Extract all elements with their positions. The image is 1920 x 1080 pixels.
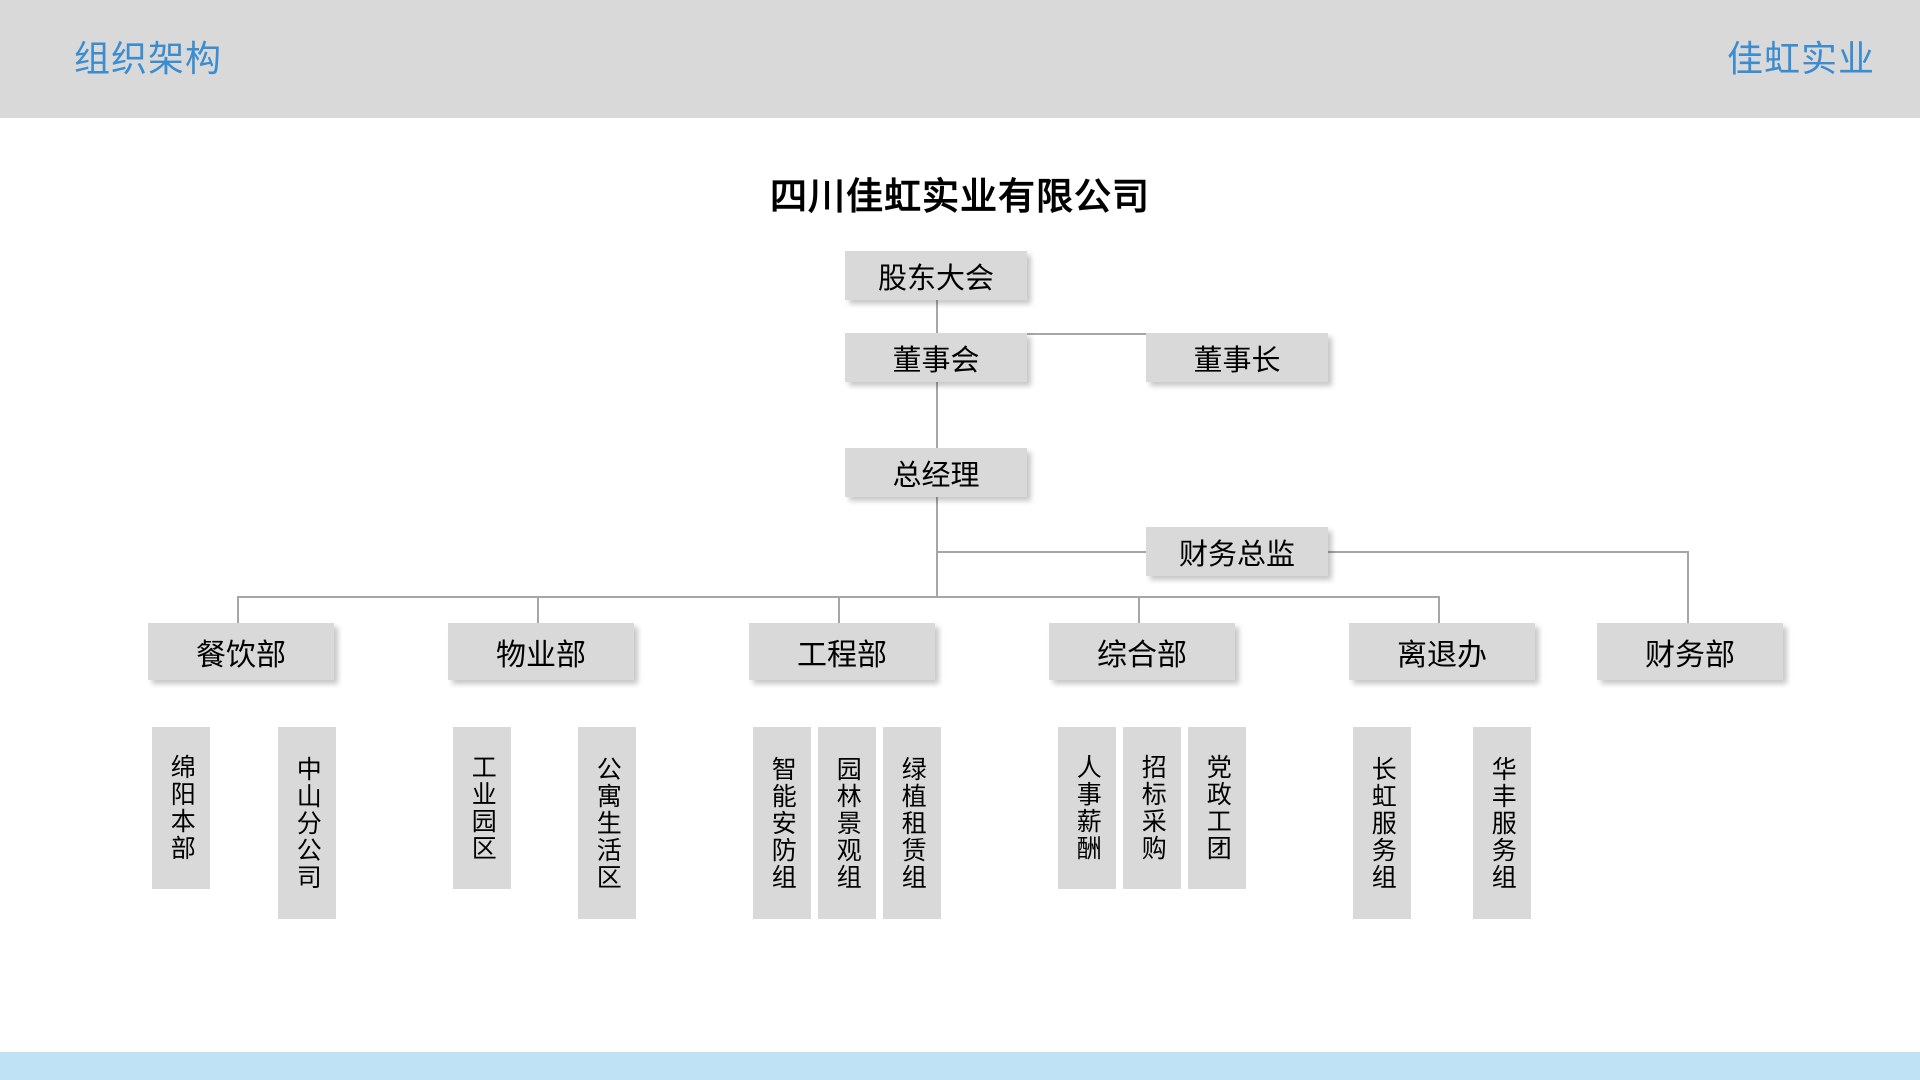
connector-drop-retirement (1438, 596, 1440, 623)
node-label: 党政工团 (1203, 754, 1233, 862)
connector-drop-engineering (838, 596, 840, 623)
node-label: 智能安防组 (768, 755, 798, 891)
node-label: 综合部 (1097, 637, 1187, 673)
node-label: 绵阳本部 (167, 754, 197, 862)
node-department-retirement-office[interactable]: 离退办 (1349, 623, 1535, 680)
node-label: 总经理 (892, 457, 980, 492)
node-department-general-affairs[interactable]: 综合部 (1049, 623, 1235, 680)
chart-title: 四川佳虹实业有限公司 (770, 175, 1150, 218)
page-title: 组织架构 (74, 39, 223, 80)
node-department-catering[interactable]: 餐饮部 (148, 623, 334, 680)
connector-drop-general-affairs (1138, 596, 1140, 623)
node-label: 物业部 (496, 637, 586, 673)
node-chairman[interactable]: 董事长 (1146, 333, 1328, 382)
connector-board-gm (936, 382, 938, 448)
node-subunit-smart-security-group[interactable]: 智能安防组 (753, 727, 811, 919)
node-board-of-directors[interactable]: 董事会 (845, 333, 1027, 382)
node-label: 中山分公司 (293, 755, 323, 891)
node-cfo[interactable]: 财务总监 (1146, 527, 1328, 576)
node-subunit-mianyang-hq[interactable]: 绵阳本部 (152, 727, 210, 889)
node-label: 人事薪酬 (1073, 754, 1103, 862)
node-general-manager[interactable]: 总经理 (845, 448, 1027, 497)
connector-shareholders-board (936, 300, 938, 365)
node-subunit-changhong-service-group[interactable]: 长虹服务组 (1353, 727, 1411, 919)
node-label: 离退办 (1397, 637, 1487, 673)
connector-board-chairman (1026, 333, 1146, 335)
node-label: 华丰服务组 (1488, 755, 1518, 891)
node-label: 公寓生活区 (593, 755, 623, 891)
node-label: 董事长 (1193, 342, 1281, 377)
connector-drop-property (537, 596, 539, 623)
node-department-engineering[interactable]: 工程部 (749, 623, 935, 680)
node-subunit-hr-compensation[interactable]: 人事薪酬 (1058, 727, 1116, 889)
node-label: 招标采购 (1138, 754, 1168, 862)
node-shareholders-meeting[interactable]: 股东大会 (845, 251, 1027, 300)
node-subunit-plant-rental-group[interactable]: 绿植租赁组 (883, 727, 941, 919)
connector-drop-catering (237, 596, 239, 623)
node-department-property[interactable]: 物业部 (448, 623, 634, 680)
node-label: 财务总监 (1178, 536, 1295, 571)
node-label: 财务部 (1645, 637, 1735, 673)
node-subunit-industrial-park[interactable]: 工业园区 (453, 727, 511, 889)
node-subunit-bidding-procurement[interactable]: 招标采购 (1123, 727, 1181, 889)
node-label: 工业园区 (468, 754, 498, 862)
node-label: 股东大会 (877, 260, 994, 295)
node-label: 长虹服务组 (1368, 755, 1398, 891)
node-subunit-party-affairs[interactable]: 党政工团 (1188, 727, 1246, 889)
company-brand-label: 佳虹实业 (1726, 39, 1875, 80)
connector-gm-trunk (936, 497, 938, 597)
node-subunit-landscape-group[interactable]: 园林景观组 (818, 727, 876, 919)
node-label: 工程部 (797, 637, 887, 673)
footer-strip (0, 1052, 1920, 1080)
node-subunit-huafeng-service-group[interactable]: 华丰服务组 (1473, 727, 1531, 919)
header-bar: 组织架构 佳虹实业 (0, 0, 1920, 118)
node-subunit-zhongshan-branch[interactable]: 中山分公司 (278, 727, 336, 919)
connector-cfo-finance-dept (1687, 551, 1689, 623)
node-label: 绿植租赁组 (898, 755, 928, 891)
node-label: 餐饮部 (196, 637, 286, 673)
node-label: 董事会 (892, 342, 980, 377)
node-label: 园林景观组 (833, 755, 863, 891)
node-department-finance[interactable]: 财务部 (1597, 623, 1783, 680)
org-chart-canvas: 四川佳虹实业有限公司 股东大会 董事会 董事长 总经理 财务总监 餐饮部 物业部… (0, 118, 1920, 1052)
node-subunit-apartment-living-area[interactable]: 公寓生活区 (578, 727, 636, 919)
